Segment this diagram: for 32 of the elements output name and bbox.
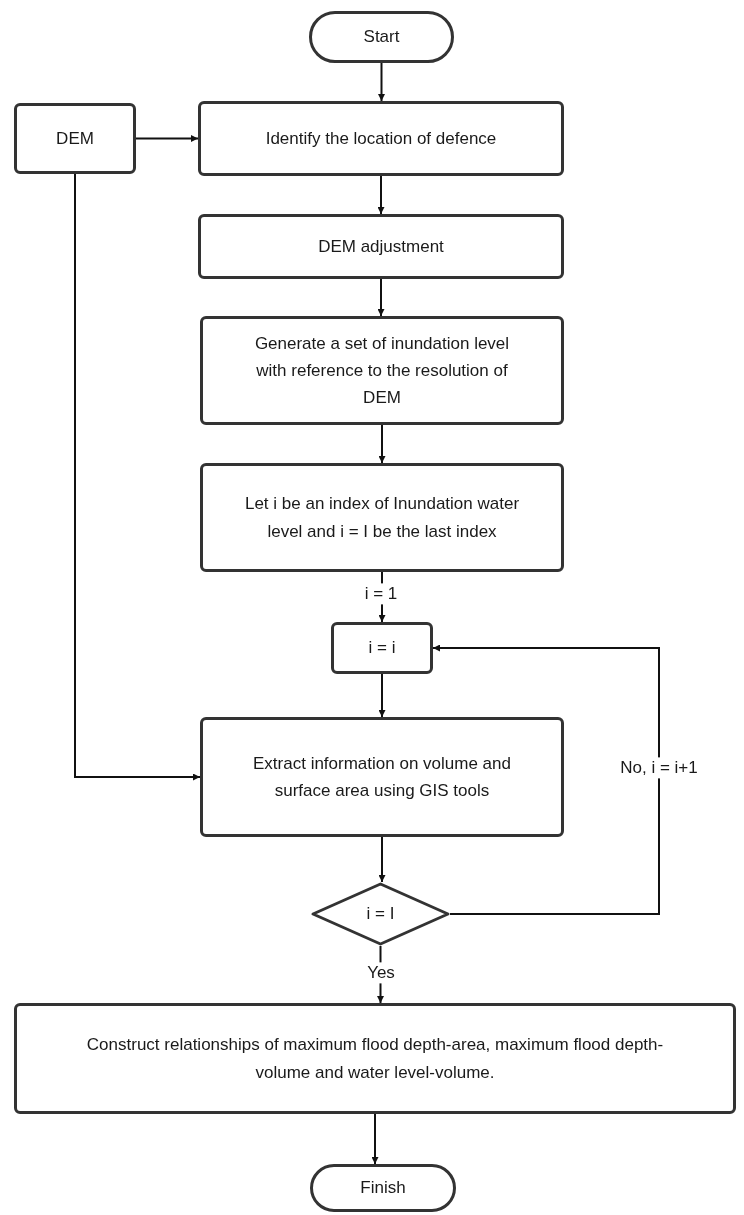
node-text: Construct relationships of maximum flood depth-area, maximum flood depth- volume and water level-volume. — [85, 1034, 665, 1084]
arrow — [432, 644, 660, 915]
arrow — [378, 62, 385, 102]
node-text: Start — [363, 26, 400, 49]
arrow — [378, 424, 386, 464]
arrow — [378, 836, 386, 883]
node-text: i = I — [366, 903, 395, 926]
process-box — [200, 316, 564, 425]
input-box — [14, 103, 136, 174]
node-text: Generate a set of inundation level with reference to the resolution of DEM — [253, 332, 511, 410]
start-terminal — [309, 11, 454, 63]
process-box — [200, 717, 564, 837]
process-box — [200, 463, 564, 572]
process-box — [198, 214, 564, 279]
arrow — [377, 175, 385, 215]
node-text: Finish — [360, 1177, 406, 1200]
arrow — [377, 278, 385, 317]
node-text: Let i be an index of Inundation water level and i = I be the last index — [243, 493, 521, 543]
node-text: DEM — [56, 127, 94, 150]
finish-terminal — [310, 1164, 456, 1212]
arrow — [74, 173, 201, 781]
arrow — [371, 1113, 379, 1165]
node-text: Extract information on volume and surface area using GIS tools — [252, 752, 512, 802]
node-text: Identify the location of defence — [265, 127, 497, 150]
process-box — [198, 101, 564, 176]
node-text: DEM adjustment — [318, 235, 444, 258]
node-text: i = i — [368, 637, 396, 660]
arrow — [135, 135, 199, 142]
decision-diamond — [311, 882, 450, 946]
arrow — [378, 673, 386, 718]
process-box — [331, 622, 433, 674]
process-box — [14, 1003, 736, 1114]
